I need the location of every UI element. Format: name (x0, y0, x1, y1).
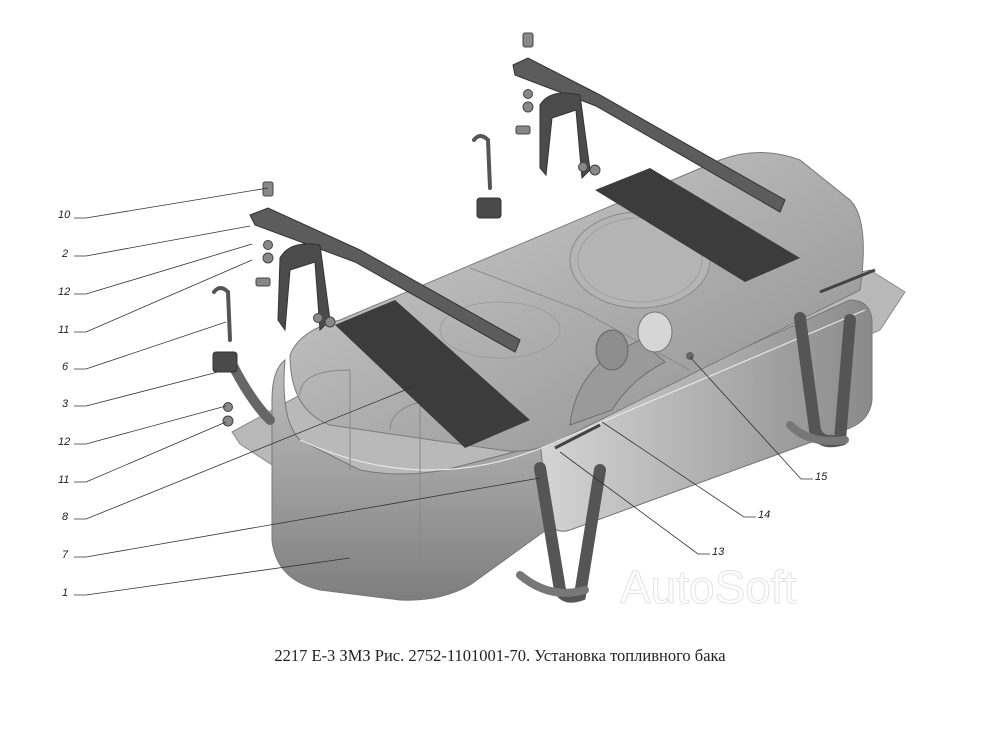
fasteners (222, 32, 601, 427)
front-bracket (249, 207, 521, 353)
strap-bolts (554, 268, 876, 450)
callout-10: 10 (58, 209, 71, 221)
watermark: AutoSoft (619, 561, 797, 614)
callout-15: 15 (815, 471, 828, 483)
callout-2: 2 (62, 248, 69, 260)
callout-6: 6 (62, 361, 69, 373)
callout-1: 1 (62, 587, 69, 599)
rear-bracket (512, 57, 786, 213)
drain-plug (686, 352, 694, 360)
strap-clamps (212, 197, 502, 373)
callout-12: 12 (58, 286, 71, 298)
callout-14: 14 (758, 509, 771, 521)
j-bolts (212, 134, 492, 342)
callout-3: 3 (62, 398, 69, 410)
figure-caption: 2217 Е-3 ЗМЗ Рис. 2752-1101001-70. Устан… (274, 646, 726, 665)
callout-7: 7 (62, 549, 69, 561)
callout-12-lower: 12 (58, 436, 71, 448)
callout-8: 8 (62, 511, 69, 523)
insulating-pads (335, 168, 800, 448)
callout-11: 11 (58, 324, 70, 336)
callout-11-lower: 11 (58, 474, 70, 486)
fuel-tank (271, 152, 873, 601)
callout-13: 13 (712, 546, 725, 558)
filler-cap (637, 311, 673, 353)
filler-neck (569, 311, 673, 426)
leader-lines (74, 187, 813, 596)
